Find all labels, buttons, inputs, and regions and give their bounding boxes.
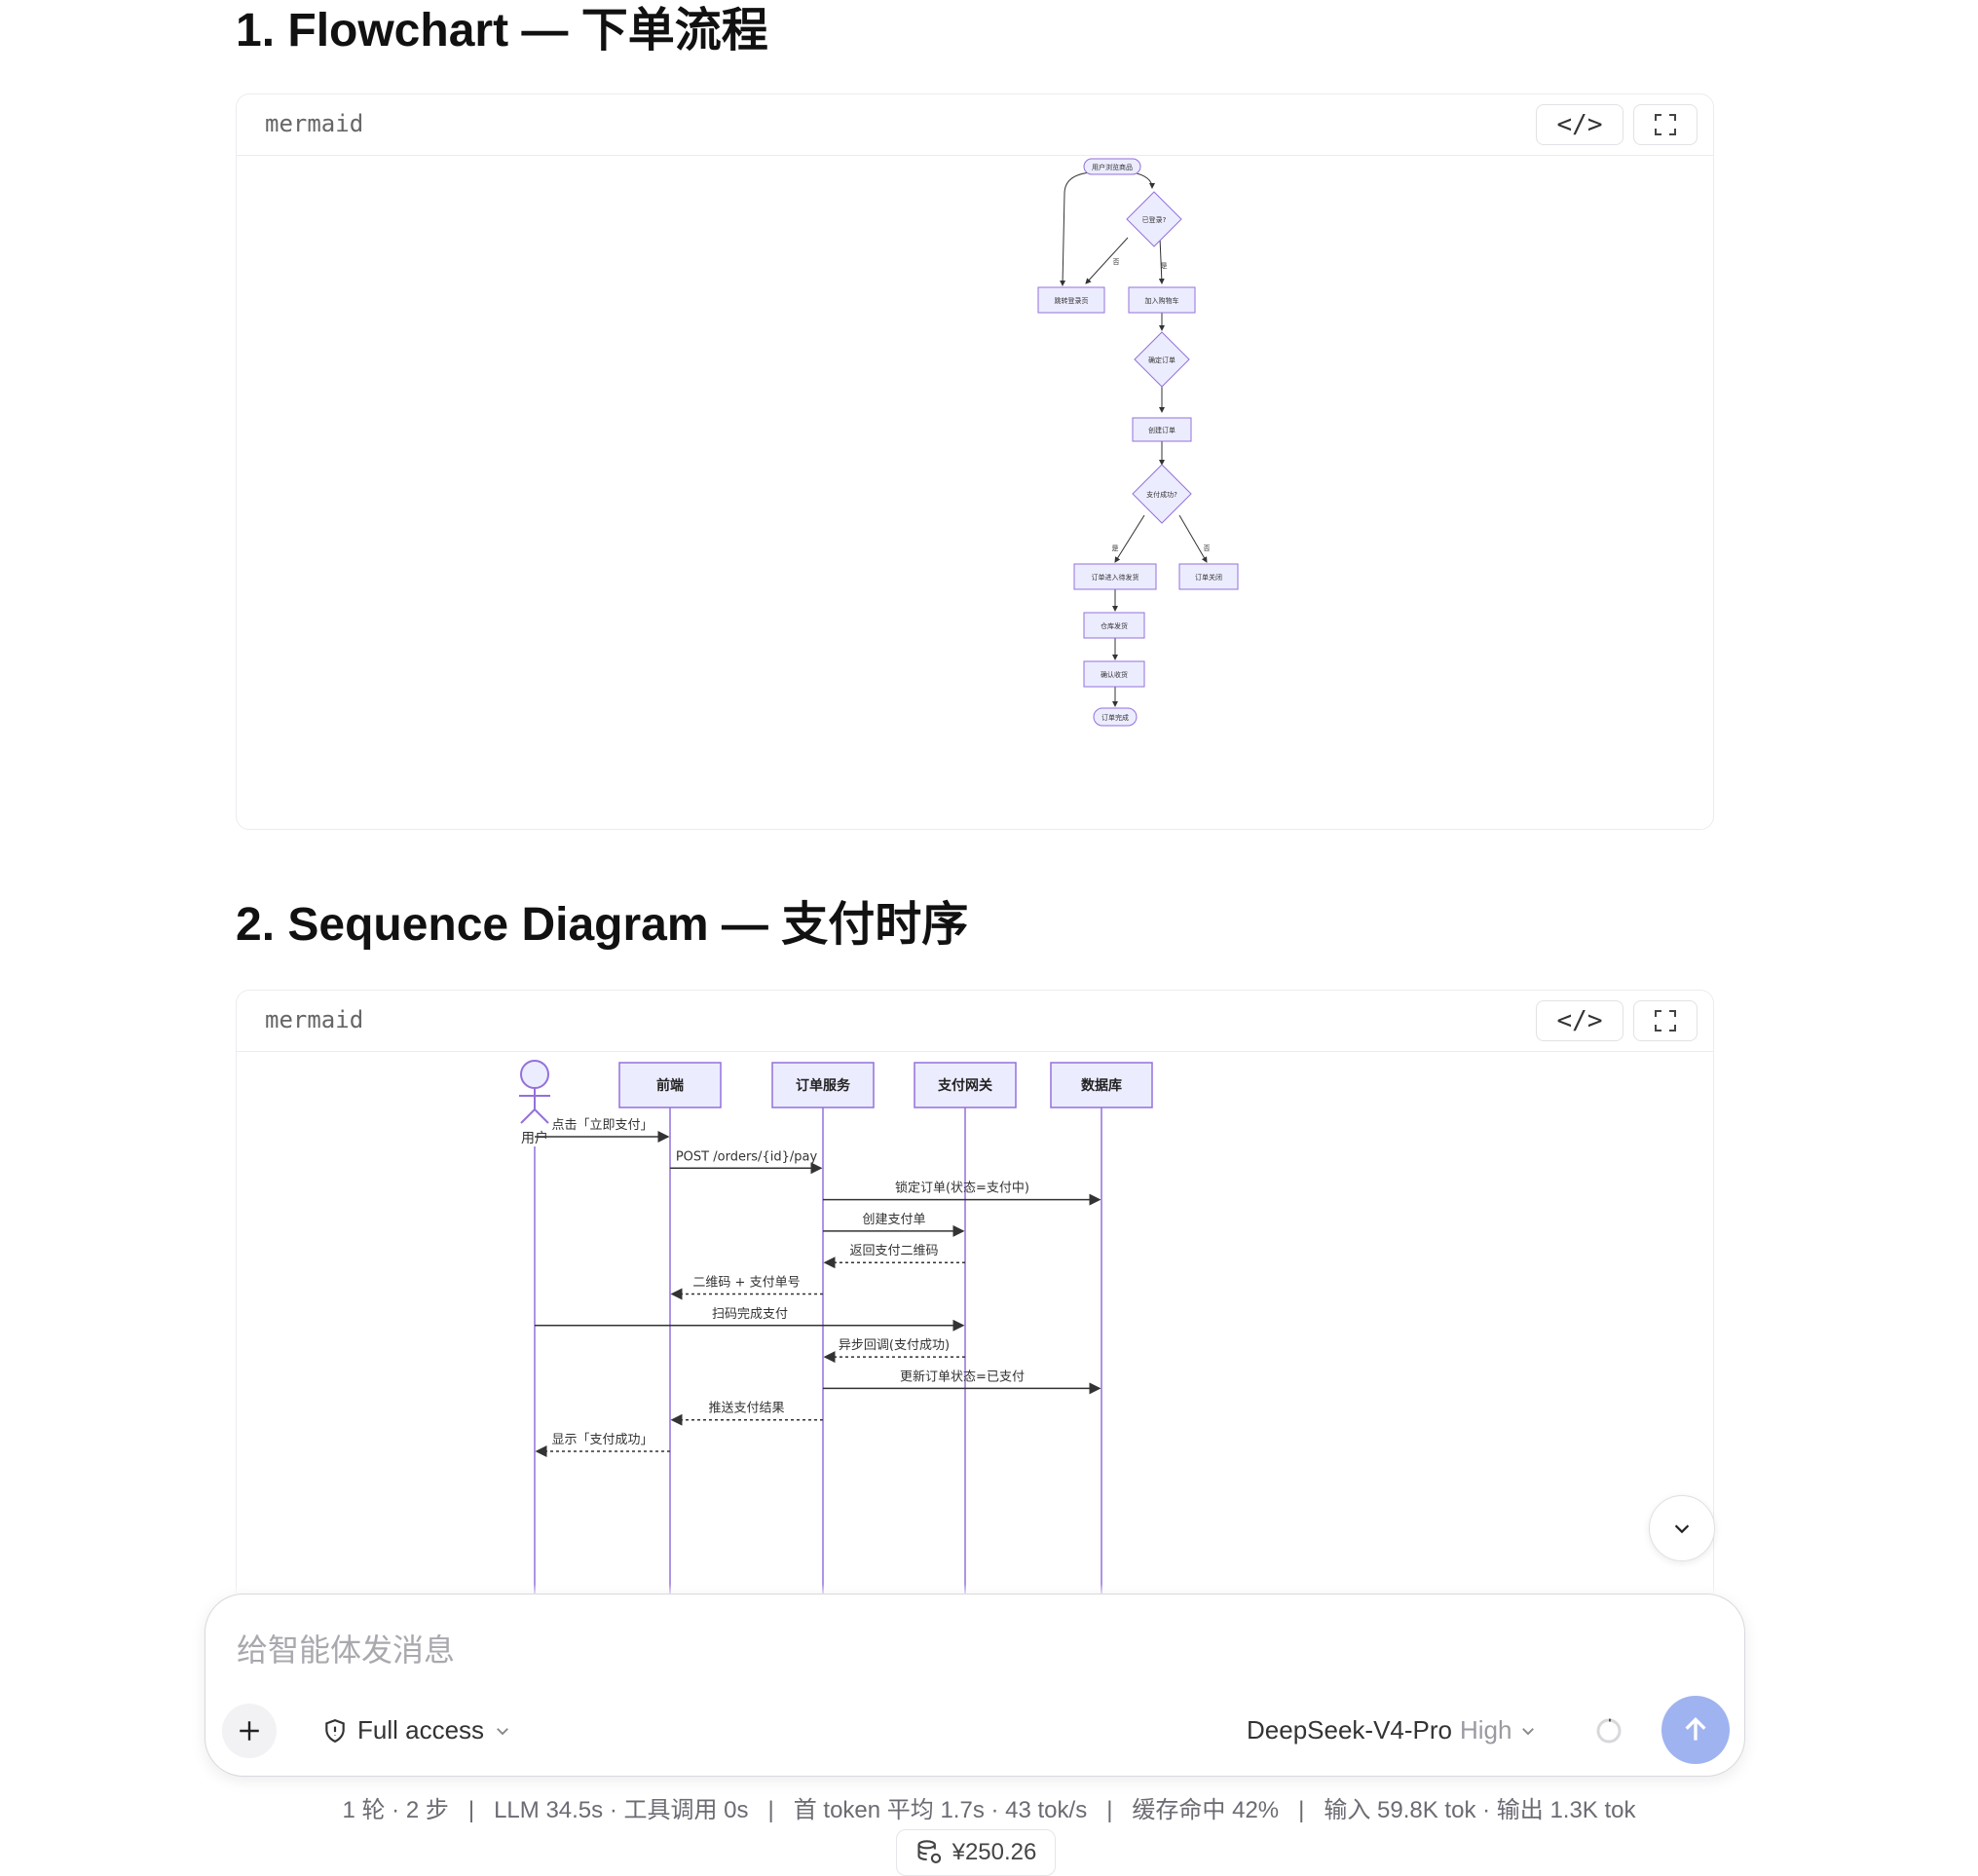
message-label: 点击「立即支付」 <box>551 1118 653 1133</box>
message-label: POST /orders/{id}/pay <box>676 1149 818 1164</box>
node-label: 支付成功? <box>1146 490 1177 499</box>
chevron-down-icon <box>1674 1524 1690 1534</box>
scroll-to-bottom-button[interactable] <box>1649 1495 1715 1561</box>
message-label: 返回支付二维码 <box>849 1244 938 1258</box>
message-label: 二维码 + 支付单号 <box>692 1276 800 1291</box>
edge-label: 否 <box>1113 258 1120 266</box>
message-label: 创建支付单 <box>862 1213 925 1227</box>
node-label: 仓库发货 <box>1101 621 1128 630</box>
node-ship <box>1083 612 1145 639</box>
sequence-card: mermaid </> 用户 前端订单 <box>236 990 1714 1613</box>
message-label: 扫码完成支付 <box>712 1307 788 1322</box>
access-label: Full access <box>357 1715 485 1745</box>
node-label: 加入购物车 <box>1145 296 1179 305</box>
shield-icon <box>325 1718 345 1743</box>
participant-label: 前端 <box>656 1077 684 1094</box>
node-pending-ship <box>1073 563 1157 590</box>
node-add-cart <box>1128 286 1196 314</box>
message-label: 更新订单状态=已支付 <box>900 1369 1025 1384</box>
context-usage-icon[interactable] <box>1594 1716 1623 1745</box>
node-label: 订单进入待发货 <box>1092 573 1139 582</box>
view-code-button[interactable]: </> <box>1536 1000 1623 1041</box>
participant-box <box>914 1062 1017 1108</box>
model-name: DeepSeek-V4-Pro <box>1247 1715 1452 1745</box>
node-done <box>1093 707 1138 727</box>
cost-value: ¥250.26 <box>952 1839 1037 1865</box>
node-confirm <box>1134 331 1190 388</box>
node-receive <box>1083 660 1145 688</box>
usage-stats: 1 轮 · 2 步 | LLM 34.5s · 工具调用 0s | 首 toke… <box>342 1797 1636 1823</box>
edge-label: 是 <box>1161 262 1168 270</box>
code-icon: </> <box>1556 110 1603 139</box>
edge-label: 是 <box>1112 544 1119 552</box>
message-composer: 给智能体发消息 Full access DeepSeek-V4-Pro High <box>205 1594 1745 1777</box>
sequence-diagram: 用户 前端 订单服务 支付网关 数据库 点击「立即支付」 POST /orders/{i… <box>237 1051 1713 1613</box>
reasoning-level: High <box>1460 1715 1512 1745</box>
participant-label: 数据库 <box>1081 1077 1122 1094</box>
node-create-order <box>1132 417 1192 442</box>
node-label: 已登录? <box>1142 215 1167 224</box>
participant-box <box>771 1062 875 1108</box>
node-label: 订单完成 <box>1101 713 1129 722</box>
arrow-up-icon <box>1685 1716 1706 1741</box>
message-input[interactable]: 给智能体发消息 <box>237 1632 456 1668</box>
node-pay-check <box>1132 464 1192 524</box>
participant-box <box>1050 1062 1153 1108</box>
flowchart-diagram: 用户浏览商品 已登录? 跳转登录页 加入购物车 确定订单 创建订单 支付成功? … <box>237 155 1713 829</box>
language-label: mermaid <box>265 110 364 137</box>
send-button[interactable] <box>1661 1696 1730 1764</box>
cost-badge: ¥250.26 <box>896 1829 1056 1876</box>
node-label: 确认收货 <box>1101 670 1128 679</box>
message-label: 显示「支付成功」 <box>551 1433 653 1447</box>
add-attachment-button[interactable] <box>222 1704 277 1758</box>
message-label: 异步回调(支付成功) <box>839 1338 950 1353</box>
node-label: 跳转登录页 <box>1055 296 1089 305</box>
node-label: 创建订单 <box>1148 426 1176 434</box>
chevron-down-icon <box>1522 1727 1535 1735</box>
message-label: 锁定订单(状态=支付中) <box>895 1181 1029 1196</box>
fullscreen-button[interactable] <box>1633 104 1698 145</box>
plus-icon <box>240 1721 259 1741</box>
participant-label: 支付网关 <box>937 1077 992 1094</box>
edge-label: 否 <box>1204 544 1211 552</box>
fullscreen-icon <box>1655 114 1676 135</box>
language-label: mermaid <box>265 1006 364 1033</box>
actor-user <box>519 1060 550 1124</box>
participant-label: 订单服务 <box>796 1077 851 1094</box>
node-label: 订单关闭 <box>1195 573 1222 582</box>
card-header: mermaid </> <box>237 94 1713 156</box>
chevron-down-icon <box>497 1727 508 1735</box>
node-label: 确定订单 <box>1148 356 1176 364</box>
message-label: 推送支付结果 <box>708 1402 784 1416</box>
node-closed <box>1178 563 1239 590</box>
code-icon: </> <box>1556 1006 1603 1035</box>
access-selector[interactable]: Full access <box>322 1715 511 1745</box>
model-selector[interactable]: DeepSeek-V4-Pro High <box>1247 1715 1537 1745</box>
flowchart-card: mermaid </> <box>236 94 1714 830</box>
node-start <box>1083 158 1141 175</box>
section-title-sequence: 2. Sequence Diagram — 支付时序 <box>236 899 969 951</box>
actor-label: 用户 <box>521 1130 548 1146</box>
node-label: 用户浏览商品 <box>1092 163 1133 171</box>
database-icon <box>917 1840 941 1863</box>
fullscreen-icon <box>1655 1010 1676 1032</box>
fullscreen-button[interactable] <box>1633 1000 1698 1041</box>
node-login-check <box>1126 191 1182 247</box>
section-title-flowchart: 1. Flowchart — 下单流程 <box>236 5 768 56</box>
node-goto-login <box>1037 286 1105 314</box>
view-code-button[interactable]: </> <box>1536 104 1623 145</box>
card-header: mermaid </> <box>237 991 1713 1052</box>
